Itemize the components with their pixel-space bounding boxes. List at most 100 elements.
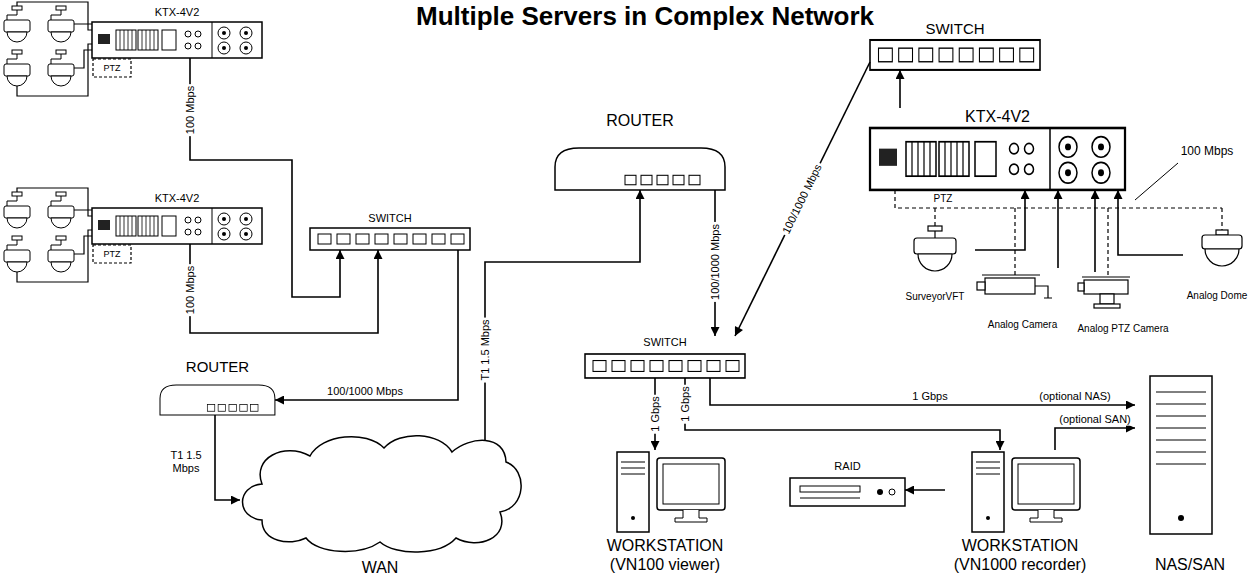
raid-device: [877, 489, 883, 495]
camera-group: [4, 236, 30, 272]
device-label: Analog Camera: [988, 319, 1057, 331]
raid-array: RAID: [790, 460, 905, 508]
raid-device: [790, 478, 905, 506]
router-devices: [160, 385, 275, 415]
switch-devices: [870, 40, 1040, 70]
router: ROUTER: [160, 358, 275, 415]
link-speed-label: T1 1.5 Mbps: [479, 317, 492, 382]
connectors: [190, 58, 1183, 500]
encoder-unit: KTX-4V2: [92, 6, 262, 58]
workstation: WORKSTATION(VN1000 recorder): [945, 450, 1095, 574]
device-label: WORKSTATION: [607, 537, 724, 555]
encoder-devices: [870, 128, 1125, 190]
right-cameras: [914, 238, 956, 254]
camera-wiring: [17, 2, 92, 96]
raid-device: [889, 489, 895, 495]
camera-group: [4, 192, 30, 228]
encoder-devices: [92, 22, 1125, 244]
device-label: KTX-4V2: [965, 108, 1030, 126]
camera: SurveyorVFT: [895, 222, 975, 302]
workstation-devices: [972, 452, 1080, 532]
camera-group: [4, 50, 30, 86]
wan-cloud: WAN: [240, 440, 520, 577]
camera-group: [4, 6, 74, 272]
device-label: KTX-4V2: [155, 6, 200, 19]
camera-group: [48, 50, 74, 86]
device-label: WORKSTATION: [962, 537, 1079, 555]
router-devices: [160, 148, 725, 415]
router-devices: [160, 385, 275, 415]
device-label: (VN100 viewer): [610, 556, 720, 574]
ptz-label: PTZ: [104, 249, 121, 259]
workstation-devices: [617, 452, 1080, 532]
right-cameras: [928, 226, 942, 231]
camera-wiring: [93, 245, 131, 263]
raid-device: [790, 478, 905, 506]
device-label: KTX-4V2: [155, 192, 200, 205]
right-cameras: [1205, 249, 1239, 266]
device-label: SWITCH: [643, 336, 686, 349]
network-switch: SWITCH: [585, 336, 745, 378]
raid-device: [800, 498, 860, 499]
network-link: [275, 250, 458, 400]
encoder-devices: [92, 208, 262, 244]
right-cameras: [982, 274, 1040, 275]
switch-devices: [310, 228, 470, 250]
link-speed-label: 1 Gbps: [679, 384, 692, 423]
right-cameras: [1082, 276, 1130, 277]
router: ROUTER: [555, 112, 725, 190]
network-link: [735, 62, 870, 336]
camera-group: [48, 236, 74, 272]
right-cameras: [1094, 304, 1120, 308]
camera-wiring: [93, 59, 131, 77]
link-speed-label: T1 1.5 Mbps: [159, 449, 213, 474]
storage-tower: [1150, 376, 1212, 534]
link-speed-label: 100/1000 Mbps: [779, 160, 825, 237]
storage-tower: [1150, 376, 1212, 534]
device-label: ROUTER: [186, 358, 249, 375]
right-cameras: [1035, 286, 1052, 298]
network-link: [1057, 190, 1059, 268]
network-link: [1118, 190, 1183, 255]
switch-devices: [585, 354, 745, 378]
network-link: [1094, 190, 1096, 272]
encoder-devices: [870, 128, 1125, 190]
network-link: [899, 70, 901, 108]
encoder-unit: KTX-4V2: [870, 108, 1125, 190]
link-speed-label: 100/1000 Mbps: [325, 385, 405, 398]
network-link: [975, 190, 1025, 250]
device-label: SWITCH: [925, 20, 984, 37]
network-link: [190, 244, 378, 333]
right-cameras: [1084, 280, 1128, 294]
camera-group: [48, 192, 74, 228]
link-speed-label: 100 Mbps: [184, 84, 197, 136]
device-label: ROUTER: [606, 112, 674, 130]
router-devices: [555, 148, 725, 190]
network-link: [685, 378, 1000, 450]
workstation: WORKSTATION(VN100 viewer): [590, 450, 740, 574]
network-link: [190, 58, 340, 297]
storage-tower: [1156, 392, 1206, 464]
right-cameras: [977, 282, 985, 290]
right-cameras: [1100, 294, 1114, 304]
switch-devices: [310, 40, 1040, 378]
network-link: [485, 190, 640, 440]
camera-wiring: [17, 188, 92, 282]
ptz-control-wiring: [895, 190, 1222, 277]
device-label: Analog PTZ Camera: [1077, 323, 1168, 335]
storage-tower: [1178, 515, 1184, 521]
switch-devices: [870, 40, 1040, 70]
network-switch: SWITCH: [870, 20, 1040, 70]
right-cameras: [918, 254, 952, 271]
leader-line: [1135, 163, 1178, 200]
camera-group: [4, 6, 30, 42]
link-speed-label: 1 Gbps: [649, 394, 662, 433]
router-devices: [555, 148, 725, 190]
device-label: SWITCH: [368, 212, 411, 225]
device-label: (VN1000 recorder): [954, 556, 1087, 574]
device-label: WAN: [362, 559, 399, 577]
right-cameras: [1216, 230, 1228, 235]
camera: Analog Dome: [1183, 225, 1251, 301]
switch-devices: [585, 354, 745, 378]
